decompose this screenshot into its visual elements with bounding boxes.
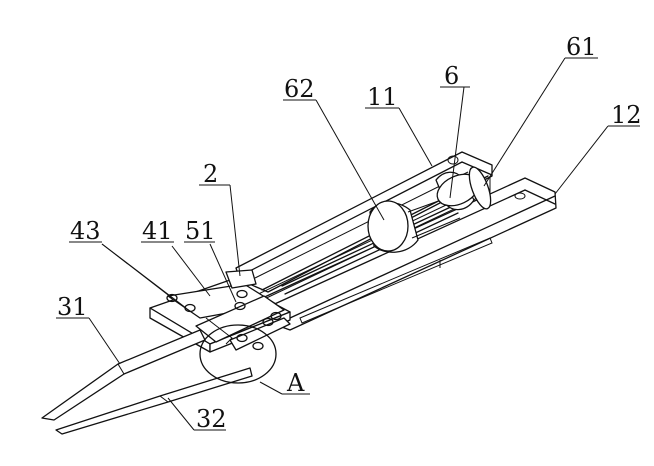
hinge-plates [149, 269, 291, 353]
label-51: 51 [185, 217, 216, 245]
label-31: 31 [57, 293, 88, 321]
label-6: 6 [444, 62, 459, 90]
labels: 61 6 62 11 12 2 43 41 51 31 32 A [57, 33, 642, 433]
label-41: 41 [142, 217, 173, 245]
detail-circle-A [199, 324, 277, 384]
label-43: 43 [70, 217, 101, 245]
label-61: 61 [566, 33, 597, 61]
plunger-62 [281, 194, 461, 295]
label-62: 62 [284, 75, 315, 103]
label-2: 2 [203, 160, 218, 188]
label-A: A [286, 369, 305, 397]
label-32: 32 [196, 405, 227, 433]
leader-lines [56, 57, 640, 431]
label-12: 12 [611, 101, 642, 129]
cylinder-6 [435, 155, 492, 211]
label-11: 11 [367, 83, 398, 111]
